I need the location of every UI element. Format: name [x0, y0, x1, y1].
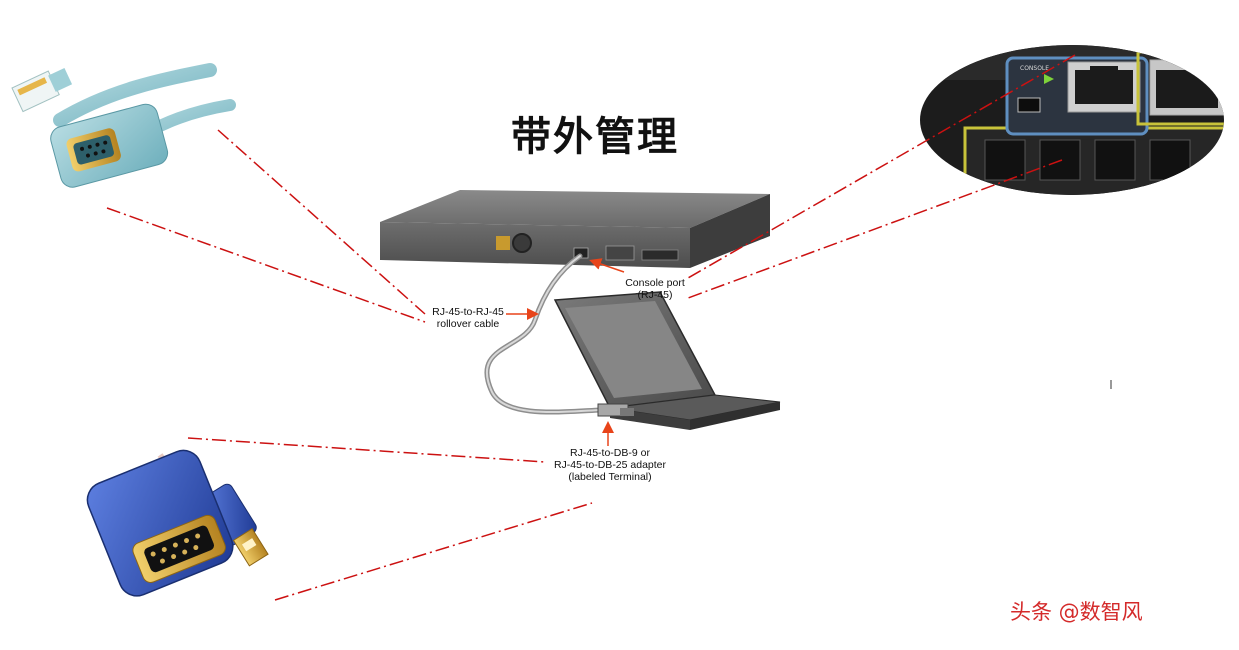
rollover-cable-label-line: rollover cable — [436, 318, 500, 330]
adapter-label-line: RJ-45-to-DB-25 adapter — [553, 459, 667, 471]
leader-line — [106, 207, 426, 323]
page-title: 带外管理 — [511, 114, 679, 160]
usb-serial-cable-image — [86, 449, 269, 597]
adapter-label-line: (labeled Terminal) — [568, 471, 652, 483]
adapter-label: RJ-45-to-DB-9 or RJ-45-to-DB-25 adapter … — [535, 447, 685, 483]
laptop-device — [553, 291, 781, 430]
annotation-arrows — [506, 258, 625, 446]
switch-panel-photo: CONSOLE — [920, 45, 1224, 195]
leader-lines — [106, 54, 1076, 601]
switch-device — [380, 190, 770, 268]
rollover-cable-label-line: RJ-45-to-RJ-45 — [432, 306, 504, 318]
adapter-label-line: RJ-45-to-DB-9 or — [570, 447, 650, 459]
leader-line — [687, 159, 1063, 299]
console-port-label-line: Console port — [625, 277, 685, 289]
leader-line — [687, 54, 1076, 279]
rollover-cable-label: RJ-45-to-RJ-45 rollover cable — [418, 306, 518, 330]
leader-line — [187, 437, 546, 463]
console-cable-image — [11, 63, 236, 188]
console-port-label: Console port (RJ-45) — [610, 277, 700, 301]
console-port-label-line: (RJ-45) — [637, 289, 673, 301]
console-port-arrow — [589, 258, 625, 273]
console-panel-text: CONSOLE — [1020, 65, 1049, 72]
leader-line — [217, 129, 426, 315]
watermark: 头条 @数智风 — [1010, 600, 1143, 624]
leader-line — [274, 502, 593, 601]
